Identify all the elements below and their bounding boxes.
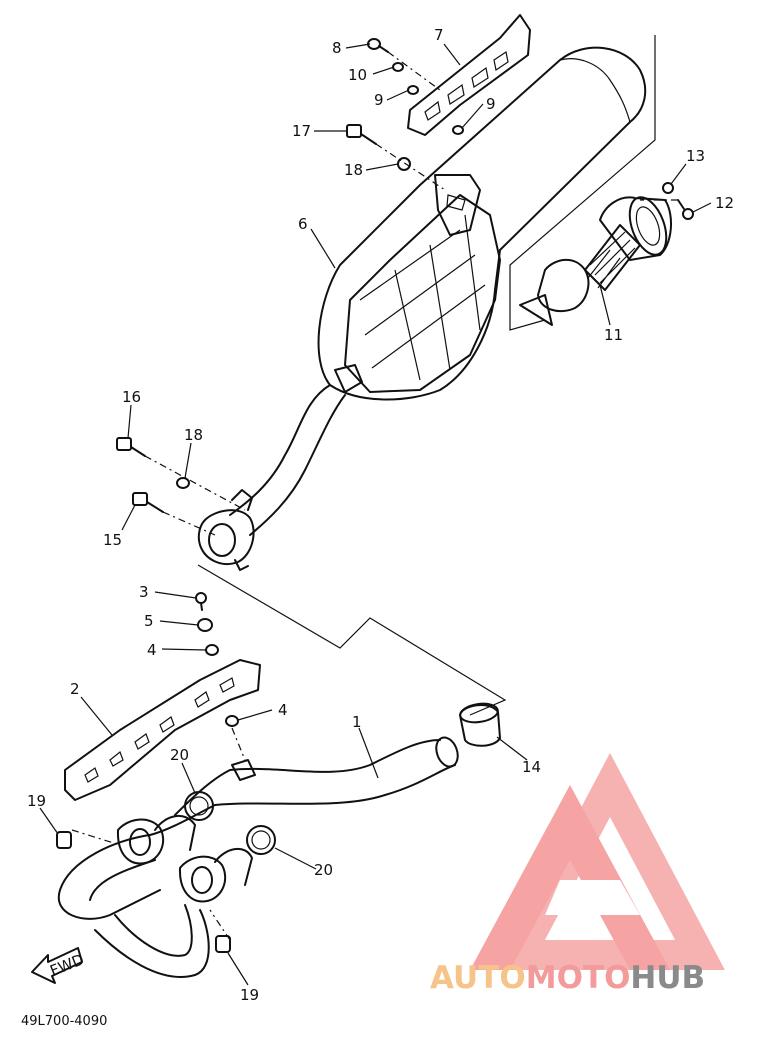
watermark-moto: MOTO [526, 960, 631, 996]
collar-4a [205, 644, 219, 656]
collar-4b [225, 715, 239, 727]
tail-pipe-insert [509, 35, 672, 331]
bolt-8 [367, 38, 389, 53]
heat-protector-upper [407, 14, 531, 136]
muffler-assembly [197, 46, 647, 571]
callout-3: 3 [139, 583, 149, 601]
fwd-arrow-icon: FWD [31, 947, 87, 984]
bolt-12 [677, 199, 694, 220]
callout-19: 19 [27, 792, 46, 810]
washer-18b [176, 477, 190, 489]
callout-20: 20 [314, 861, 333, 879]
nut-13 [662, 182, 674, 194]
svg-text:AUTOMOTOHUB: AUTOMOTOHUB [430, 960, 705, 996]
muffler-body [317, 46, 647, 401]
callout-8: 8 [332, 39, 342, 57]
gasket-20b [246, 825, 276, 855]
callout-12: 12 [715, 194, 734, 212]
callout-4: 4 [278, 701, 288, 719]
callout-20: 20 [170, 746, 189, 764]
callout-19: 19 [240, 986, 259, 1004]
pipe-clamp [197, 509, 255, 565]
callout-13: 13 [686, 147, 705, 165]
callout-6: 6 [298, 215, 308, 233]
callout-9: 9 [486, 95, 496, 113]
gasket-14 [459, 702, 501, 747]
callout-18: 18 [344, 161, 363, 179]
gasket-20a [184, 791, 214, 821]
bolt-15 [132, 492, 164, 513]
callout-18: 18 [184, 426, 203, 444]
callout-5: 5 [144, 612, 154, 630]
bolt-3 [195, 592, 207, 611]
muffler-heat-guard [344, 194, 501, 393]
washer-10 [392, 62, 404, 72]
header-flange-2 [178, 855, 227, 903]
bolt-16 [116, 437, 146, 457]
callout-labels: 8 7 10 9 9 17 18 6 13 12 11 16 18 15 3 5… [27, 26, 734, 1004]
callout-10: 10 [348, 66, 367, 84]
washer-9b [452, 125, 464, 135]
nut-19b [215, 935, 231, 953]
watermark-auto: AUTO [430, 960, 526, 996]
bolt-17 [346, 124, 377, 145]
header-flange-1 [116, 818, 165, 865]
fwd-label: FWD [47, 950, 86, 980]
heat-protector-lower [64, 659, 261, 801]
callout-1: 1 [352, 713, 362, 731]
callout-11: 11 [604, 326, 623, 344]
washer-9a [407, 85, 419, 95]
watermark-text: AUTOMOTOHUB [430, 960, 705, 996]
nut-19a [56, 831, 72, 849]
callout-7: 7 [434, 26, 444, 44]
callout-17: 17 [292, 122, 311, 140]
nut-5 [197, 618, 213, 632]
callout-2: 2 [70, 680, 80, 698]
callout-15: 15 [103, 531, 122, 549]
callout-14: 14 [522, 758, 541, 776]
part-code: 49L700-4090 [21, 1014, 107, 1029]
watermark-hub: HUB [630, 960, 705, 996]
callout-16: 16 [122, 388, 141, 406]
callout-9: 9 [374, 91, 384, 109]
callout-4: 4 [147, 641, 157, 659]
muffler-pipe [229, 384, 331, 516]
leader-lines [39, 43, 712, 986]
watermark-logo [470, 752, 725, 970]
exhaust-pipe [57, 736, 459, 978]
